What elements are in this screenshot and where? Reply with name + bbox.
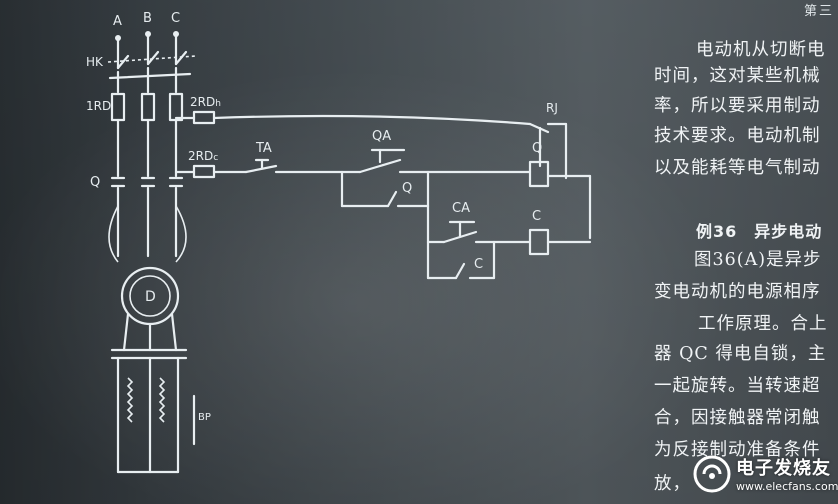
text-line-10: 器 QC 得电自锁，主 (654, 344, 827, 364)
label-motor-d: D (145, 289, 156, 305)
label-2rd-top: 2RDh (190, 95, 221, 109)
site-watermark[interactable]: 电子发烧友 www.elecfans.com (688, 448, 838, 500)
example-heading: 例36 异步电动 (696, 222, 823, 241)
watermark-name: 电子发烧友 (736, 458, 831, 479)
label-q-aux: Q (402, 181, 412, 196)
text-line-12: 合，因接触器常闭触 (654, 408, 821, 428)
label-ta: TA (255, 141, 272, 156)
label-c-coil: C (532, 209, 541, 224)
label-phase-b: B (143, 11, 152, 26)
control-branch-lower (426, 204, 592, 280)
text-line-7: 图36(A)是异步 (694, 250, 822, 270)
label-phase-a: A (113, 14, 122, 29)
main-contactor-q (110, 176, 184, 258)
label-1rd: 1RD (86, 99, 111, 113)
text-line-5: 以及能耗等电气制动 (654, 158, 821, 178)
text-line-1: 电动机从切断电 (696, 40, 826, 60)
supply-lines (115, 31, 179, 70)
rotor-resistor-bp (110, 348, 196, 474)
label-hk: HK (86, 55, 104, 69)
label-phase-c: C (171, 11, 180, 26)
elecfans-logo-icon (693, 455, 731, 493)
book-text-column: 第三 电动机从切断电 时间，这对某些机械 率，所以要采用制动 技术要求。电动机制… (606, 0, 838, 504)
text-line-14: 放， (654, 474, 691, 494)
label-bp: BP (198, 412, 211, 423)
chapter-header: 第三 (803, 4, 834, 19)
text-line-11: 一起旋转。当转速超 (654, 376, 821, 396)
text-line-8: 变电动机的电源相序 (654, 282, 821, 302)
text-line-9: 工作原理。合上 (698, 314, 828, 334)
text-line-13: 为反接制动准备条件 (654, 440, 821, 460)
label-c-aux: C (474, 257, 483, 272)
watermark-url: www.elecfans.com (736, 480, 838, 493)
text-line-2: 时间，这对某些机械 (654, 66, 821, 86)
label-ca: CA (452, 201, 470, 216)
control-branch-middle (174, 148, 592, 240)
text-line-4: 技术要求。电动机制 (654, 126, 821, 146)
control-branch-top (174, 110, 568, 180)
text-line-3: 率，所以要采用制动 (654, 96, 821, 116)
circuit-diagram: A B C HK 1RD (86, 11, 592, 474)
label-rj: RJ (546, 101, 558, 115)
label-q-main: Q (90, 175, 100, 190)
label-q-coil: Q (532, 141, 542, 156)
label-qa: QA (372, 129, 391, 144)
label-2rd-mid: 2RDc (188, 149, 218, 163)
fuses-1rd (110, 92, 184, 178)
motor-d (120, 266, 180, 352)
knife-switch-hk (107, 50, 197, 94)
